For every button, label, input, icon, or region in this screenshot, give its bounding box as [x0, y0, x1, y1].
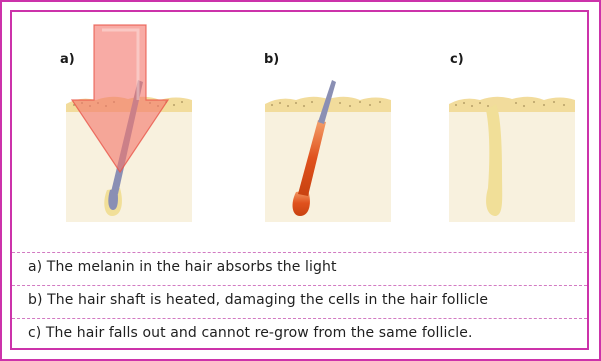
divider — [12, 318, 587, 319]
panel-b-skin — [265, 97, 391, 222]
panel-c-label: c) — [450, 52, 464, 67]
caption-b: b) The hair shaft is heated, damaging th… — [28, 292, 488, 308]
caption-c: c) The hair falls out and cannot re-grow… — [28, 325, 473, 341]
panel-c-skin — [449, 97, 575, 222]
divider — [12, 252, 587, 253]
panel-a-label: a) — [60, 52, 75, 67]
divider — [12, 285, 587, 286]
panel-b-label: b) — [264, 52, 279, 67]
caption-a: a) The melanin in the hair absorbs the l… — [28, 259, 337, 275]
